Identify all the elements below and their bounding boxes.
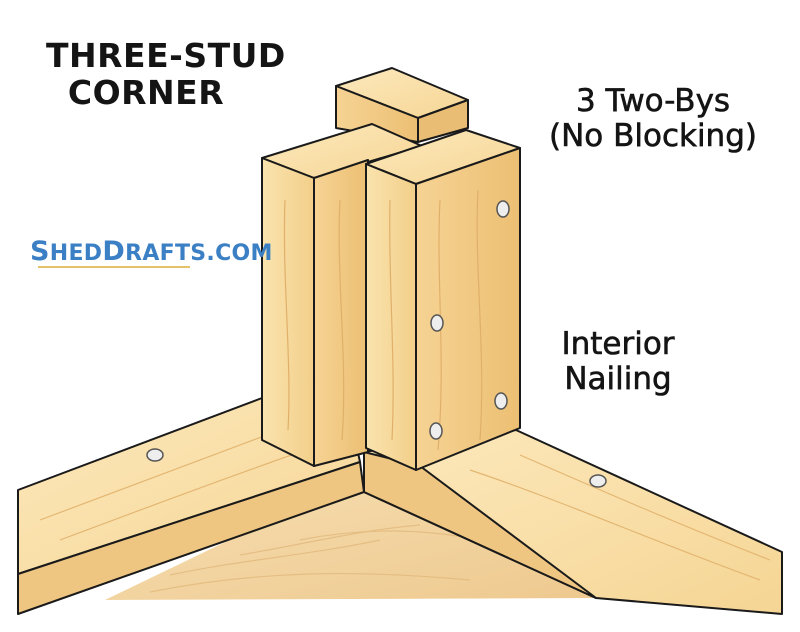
left-stud bbox=[261, 123, 423, 467]
nail-heads bbox=[146, 200, 607, 488]
front-stud bbox=[365, 129, 521, 471]
nail-head bbox=[496, 200, 510, 218]
interior-line-2: Nailing bbox=[564, 360, 672, 397]
nail-head bbox=[429, 422, 443, 440]
three-stud-corner-illustration bbox=[17, 67, 783, 615]
diagram-frame bbox=[8, 8, 792, 624]
right-bottom-plate bbox=[363, 429, 783, 615]
brand-watermark: SHEDDRAFTS.COM bbox=[30, 236, 273, 267]
two-bys-label: 3 Two-Bys (No Blocking) bbox=[548, 83, 758, 154]
title-line-1: THREE-STUD bbox=[46, 36, 286, 75]
nail-head bbox=[589, 474, 607, 488]
nail-head bbox=[430, 314, 444, 332]
title-line-2: CORNER bbox=[67, 72, 225, 112]
interior-line-1: Interior bbox=[561, 326, 675, 362]
two-bys-line-2: (No Blocking) bbox=[549, 117, 758, 154]
two-bys-line-1: 3 Two-Bys bbox=[575, 83, 731, 119]
brand-rest-2: RAFTS.COM bbox=[125, 241, 273, 266]
interior-nailing-label: Interior Nailing bbox=[548, 326, 688, 397]
title-label: THREE-STUD CORNER bbox=[46, 36, 286, 112]
nail-head bbox=[146, 448, 164, 462]
brand-cap-1: S bbox=[30, 236, 50, 267]
brand-cap-2: D bbox=[102, 236, 126, 267]
brand-underline bbox=[38, 266, 190, 268]
nail-head bbox=[494, 392, 508, 410]
brand-rest-1: HED bbox=[49, 241, 103, 266]
floor-deck bbox=[105, 478, 595, 600]
